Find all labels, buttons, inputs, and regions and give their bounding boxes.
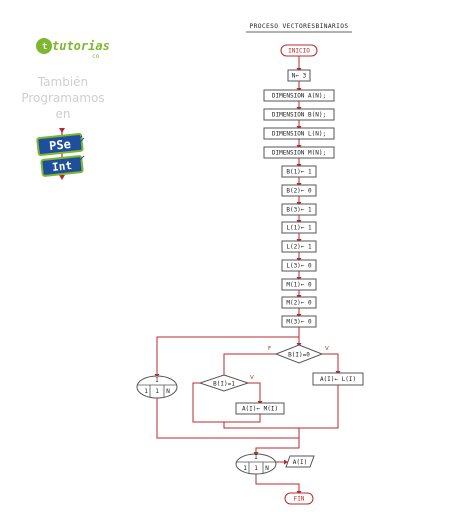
connectors xyxy=(156,56,339,493)
step-label: B(1)← 1 xyxy=(286,169,312,176)
loop2-step: 1 xyxy=(254,465,258,472)
loop2-from: 1 xyxy=(243,465,247,472)
tagline-line-3: en xyxy=(56,107,71,121)
step-b3: B(3)← 1 xyxy=(281,203,317,216)
pse-badge xyxy=(36,132,84,157)
step-dimension-m: DIMENSION M(N); xyxy=(263,146,335,159)
inner-true-label: V xyxy=(250,375,254,381)
output-a: A(I) xyxy=(285,455,315,468)
step-label: M(1)← 0 xyxy=(286,282,312,289)
loop2-var: I xyxy=(254,454,258,461)
loop2-to: N xyxy=(265,465,269,472)
pse-badge-label: PSe xyxy=(48,137,71,153)
decision-b-equals-1: B(I)=1 xyxy=(198,374,250,392)
logo-brand: tutorias xyxy=(52,39,110,53)
decision-label: B(I)=1 xyxy=(213,381,235,388)
int-badge xyxy=(40,155,84,177)
assign-label: A(I)← L(I) xyxy=(320,376,356,383)
tutorias-logo: t tutorias co xyxy=(36,38,110,60)
step-l1: L(1)← 1 xyxy=(281,221,317,234)
loop1-step: 1 xyxy=(155,388,159,395)
step-label: DIMENSION B(N); xyxy=(272,112,326,119)
process-title: PROCESO VECTORESBINARIOS xyxy=(249,23,348,30)
step-l2: L(2)← 1 xyxy=(281,240,317,253)
step-dimension-a: DIMENSION A(N); xyxy=(263,89,335,102)
tagline-line-2: Programamos xyxy=(21,91,104,105)
end-label: FIN xyxy=(294,496,305,503)
logo-tld: co xyxy=(92,53,100,60)
step-dimension-b: DIMENSION B(N); xyxy=(263,108,335,121)
decision-b-equals-0: B(I)=0 xyxy=(274,344,324,364)
step-label: N← 3 xyxy=(292,73,307,80)
loop1-var: I xyxy=(155,377,159,384)
step-label: DIMENSION M(N); xyxy=(272,150,326,157)
assign-a-from-l: A(I)← L(I) xyxy=(312,372,364,386)
for-loop-1: I 1 1 N xyxy=(136,375,178,399)
step-b1: B(1)← 1 xyxy=(281,165,317,178)
step-label: L(3)← 0 xyxy=(286,263,312,270)
step-m2: M(2)← 0 xyxy=(281,296,317,309)
step-n: N← 3 xyxy=(287,69,311,82)
step-label: L(2)← 1 xyxy=(286,244,312,251)
decision-label: B(I)=0 xyxy=(288,352,310,359)
step-m3: M(3)← 0 xyxy=(281,315,317,328)
for-loop-2: I 1 1 N xyxy=(235,453,277,475)
pseint-logo: PSe Int xyxy=(36,128,85,180)
branch-false-label: F xyxy=(268,346,271,352)
output-label: A(I) xyxy=(293,459,307,466)
step-label: B(2)← 0 xyxy=(286,188,312,195)
step-label: DIMENSION A(N); xyxy=(272,93,326,100)
start-label: INICIO xyxy=(288,48,310,55)
tagline-line-1: También xyxy=(37,75,88,89)
step-b2: B(2)← 0 xyxy=(281,184,317,197)
end-terminal xyxy=(284,492,314,505)
assign-label: A(I)← M(I) xyxy=(242,406,278,413)
branch-true-label: V xyxy=(325,346,329,352)
loop1-from: 1 xyxy=(144,388,148,395)
step-l3: L(3)← 0 xyxy=(281,259,317,272)
step-dimension-l: DIMENSION L(N); xyxy=(263,127,335,140)
svg-text:t: t xyxy=(42,42,47,52)
logo-mark-icon xyxy=(36,38,52,54)
int-badge-label: Int xyxy=(51,159,72,174)
start-terminal xyxy=(280,44,318,57)
loop1-to: N xyxy=(166,388,170,395)
step-label: M(2)← 0 xyxy=(286,300,312,307)
step-label: DIMENSION L(N); xyxy=(272,131,326,138)
step-label: M(3)← 0 xyxy=(286,319,312,326)
assign-a-from-m: A(I)← M(I) xyxy=(235,402,285,415)
step-m1: M(1)← 0 xyxy=(281,278,317,291)
step-label: B(3)← 1 xyxy=(286,207,312,214)
step-label: L(1)← 1 xyxy=(286,225,312,232)
